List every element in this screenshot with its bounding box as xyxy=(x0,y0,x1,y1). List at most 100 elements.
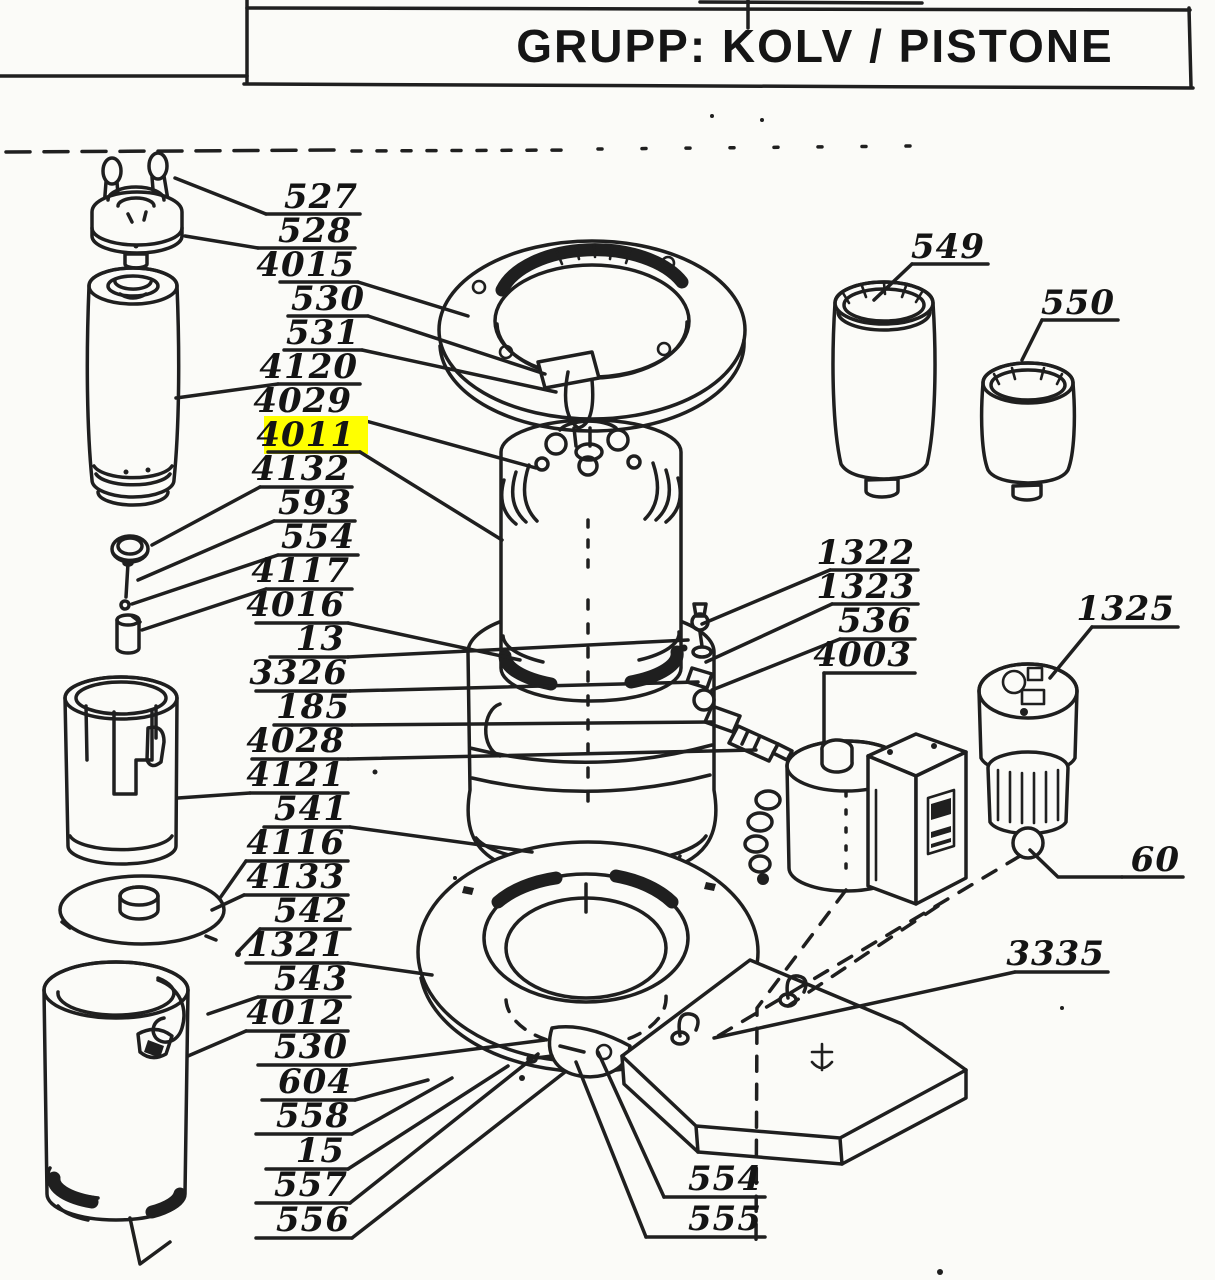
control-box-drawing xyxy=(866,732,968,906)
slotted-sleeve-drawing xyxy=(63,675,179,866)
small-parts-drawing xyxy=(110,534,150,655)
leader-line-527 xyxy=(173,176,268,216)
part-number-4116: 4116 xyxy=(246,823,345,863)
part-label-4015: 4015 xyxy=(256,245,470,318)
part-number-4133: 4133 xyxy=(246,857,345,897)
part-label-4029: 4029 xyxy=(253,381,538,470)
part-label-4120: 4120 xyxy=(174,347,362,400)
part-number-541: 541 xyxy=(274,789,348,829)
lower-cylinder-drawing xyxy=(42,960,190,1266)
leader-line-554b xyxy=(596,1050,666,1199)
sleeve-549-drawing xyxy=(831,280,937,499)
part-number-558: 558 xyxy=(276,1096,350,1136)
scan-specks xyxy=(372,114,1064,1275)
part-label-531: 531 xyxy=(282,313,558,394)
part-label-185: 185 xyxy=(272,687,714,727)
part-label-4117: 4117 xyxy=(140,551,354,632)
part-number-543: 543 xyxy=(274,959,348,999)
leader-line-558 xyxy=(350,1076,454,1136)
leader-line-530b xyxy=(348,1038,547,1067)
part-number-530b: 530 xyxy=(274,1027,348,1067)
part-number-555: 555 xyxy=(688,1199,762,1239)
leader-line-531 xyxy=(360,348,558,394)
leader-line-536 xyxy=(710,637,842,692)
part-label-4132: 4132 xyxy=(150,449,354,547)
part-number-4121: 4121 xyxy=(246,755,345,795)
part-label-1323: 1323 xyxy=(704,567,920,664)
part-number-527: 527 xyxy=(284,177,358,217)
leader-line-3326 xyxy=(348,680,700,693)
dotted-separator xyxy=(4,144,914,154)
leader-line-4116 xyxy=(218,859,248,900)
leader-line-550 xyxy=(1020,318,1044,362)
piston-drawing xyxy=(484,418,684,814)
part-label-558: 558 xyxy=(254,1076,454,1136)
sleeve-550-drawing xyxy=(979,361,1077,502)
leader-line-1322 xyxy=(700,568,832,626)
part-label-1322: 1322 xyxy=(700,533,920,626)
part-number-557: 557 xyxy=(274,1165,348,1205)
leader-line-3335 xyxy=(712,970,1017,1040)
part-label-530b: 530 xyxy=(256,1027,547,1067)
part-label-554b: 554 xyxy=(596,1050,767,1199)
leader-line-554 xyxy=(130,553,280,606)
base-plate-drawing xyxy=(620,958,968,1166)
part-number-554: 554 xyxy=(281,517,355,557)
leader-line-543 xyxy=(206,995,260,1016)
part-label-555: 555 xyxy=(574,1060,767,1239)
part-number-1323: 1323 xyxy=(816,567,915,607)
leader-line-4028 xyxy=(346,748,758,761)
part-number-4028: 4028 xyxy=(246,721,345,761)
part-label-543: 543 xyxy=(206,959,352,1016)
part-number-185: 185 xyxy=(276,687,350,727)
assembly-dashed-lines xyxy=(716,854,1022,1247)
part-label-60: 60 xyxy=(1028,840,1185,880)
leader-line-4132 xyxy=(150,485,262,547)
part-label-4121: 4121 xyxy=(176,755,350,800)
part-number-1321: 1321 xyxy=(246,925,345,965)
part-number-604: 604 xyxy=(278,1062,352,1102)
part-number-4120: 4120 xyxy=(259,347,358,387)
part-label-1325: 1325 xyxy=(1048,589,1180,680)
upper-cylinder-drawing xyxy=(85,266,181,507)
valve-1325-drawing xyxy=(977,662,1079,860)
part-number-530: 530 xyxy=(291,279,365,319)
part-label-3335: 3335 xyxy=(712,934,1110,1040)
leader-line-555 xyxy=(574,1060,648,1239)
part-number-4029: 4029 xyxy=(253,381,352,421)
leader-line-4029 xyxy=(353,416,538,470)
part-label-604: 604 xyxy=(260,1062,430,1102)
title-block: GRUPP: KOLV / PISTONE xyxy=(0,0,1195,90)
leader-line-1323 xyxy=(704,602,834,664)
part-number-15: 15 xyxy=(296,1131,345,1171)
part-number-4012: 4012 xyxy=(246,993,345,1033)
part-label-542: 542 xyxy=(236,891,352,954)
part-number-4117: 4117 xyxy=(251,551,350,591)
part-number-4132: 4132 xyxy=(251,449,350,489)
part-label-15: 15 xyxy=(264,1064,510,1171)
part-number-4016: 4016 xyxy=(246,585,345,625)
part-number-13: 13 xyxy=(296,619,345,659)
part-number-3335: 3335 xyxy=(1006,934,1105,974)
leader-line-530 xyxy=(366,314,547,376)
part-label-4012: 4012 xyxy=(186,993,350,1058)
leader-line-4121 xyxy=(176,791,252,800)
part-number-1325: 1325 xyxy=(1076,589,1175,629)
leader-line-604 xyxy=(353,1078,430,1102)
part-number-4003: 4003 xyxy=(813,635,912,675)
part-label-4011: 4011 xyxy=(256,415,504,542)
part-number-554b: 554 xyxy=(688,1159,762,1199)
part-number-3326: 3326 xyxy=(249,653,348,693)
part-label-556: 556 xyxy=(254,1070,567,1240)
leader-line-13 xyxy=(346,638,690,659)
part-number-542: 542 xyxy=(274,891,348,931)
leader-line-541 xyxy=(348,825,534,854)
part-label-1321: 1321 xyxy=(244,925,434,977)
leader-line-1325 xyxy=(1048,625,1094,680)
part-label-4028: 4028 xyxy=(246,721,758,761)
part-number-593: 593 xyxy=(278,483,352,523)
leader-line-593 xyxy=(136,519,276,582)
leader-line-15 xyxy=(346,1064,510,1171)
